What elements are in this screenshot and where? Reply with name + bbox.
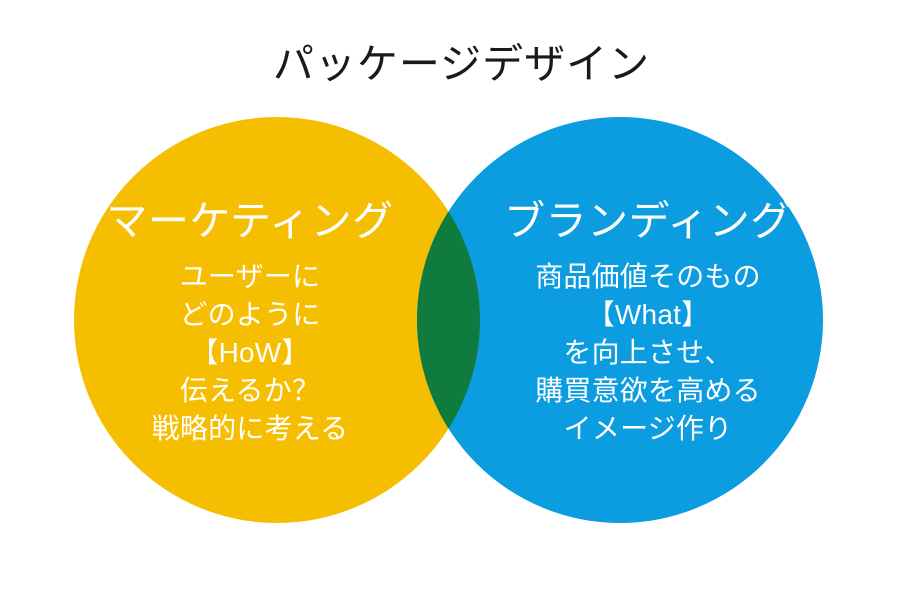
venn-left-line-5: 戦略的に考える: [151, 413, 349, 444]
venn-right-line-3: を向上させ、: [563, 337, 733, 368]
venn-left-line-3: 【HoW】: [190, 337, 310, 368]
venn-circle-left: [74, 117, 480, 523]
venn-label-left: マーケティング ユーザーに どのように 【HoW】 伝えるか？ 戦略的に考える: [75, 196, 425, 448]
venn-right-line-2: 【What】: [586, 299, 710, 330]
page-title: パッケージデザイン: [272, 41, 651, 87]
venn-circle-right: [417, 117, 823, 523]
venn-right-line-5: イメージ作り: [563, 413, 733, 444]
venn-label-right: ブランディング 商品価値そのもの 【What】 を向上させ、 購買意欲を高める …: [473, 196, 823, 448]
venn-left-line-2: どのように: [179, 299, 321, 330]
venn-right-line-4: 購買意欲を高める: [535, 375, 761, 406]
venn-right-body: 商品価値そのもの 【What】 を向上させ、 購買意欲を高める イメージ作り: [473, 258, 823, 448]
venn-left-line-4: 伝えるか？: [179, 375, 321, 406]
venn-right-line-1: 商品価値そのもの: [535, 261, 761, 292]
venn-left-body: ユーザーに どのように 【HoW】 伝えるか？ 戦略的に考える: [75, 258, 425, 448]
venn-left-heading: マーケティング: [106, 198, 394, 244]
venn-left-line-1: ユーザーに: [179, 261, 321, 292]
venn-right-heading: ブランディング: [504, 198, 792, 244]
